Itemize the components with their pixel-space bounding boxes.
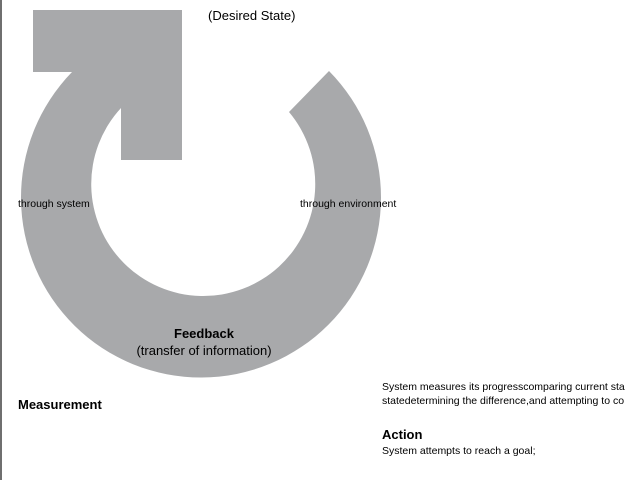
measurement-description-line-1: System measures its progresscomparing cu… <box>382 381 625 393</box>
through-system-label: through system <box>18 198 90 210</box>
feedback-loop-arrowhead <box>33 10 182 160</box>
measurement-description: System measures its progresscomparing cu… <box>382 380 640 408</box>
through-environment-label: through environment <box>300 198 397 210</box>
feedback-loop-ring <box>20 71 381 378</box>
measurement-title: Measurement <box>18 397 102 412</box>
action-title: Action <box>382 427 423 442</box>
feedback-subtitle: (transfer of information) <box>136 343 272 358</box>
measurement-description-line-2: statedetermining the difference,and atte… <box>382 395 625 407</box>
action-description: System attempts to reach a goal; <box>382 445 536 457</box>
left-edge-rule <box>0 0 2 480</box>
feedback-title: Feedback <box>174 326 234 341</box>
desired-state-label: (Desired State) <box>208 8 296 23</box>
